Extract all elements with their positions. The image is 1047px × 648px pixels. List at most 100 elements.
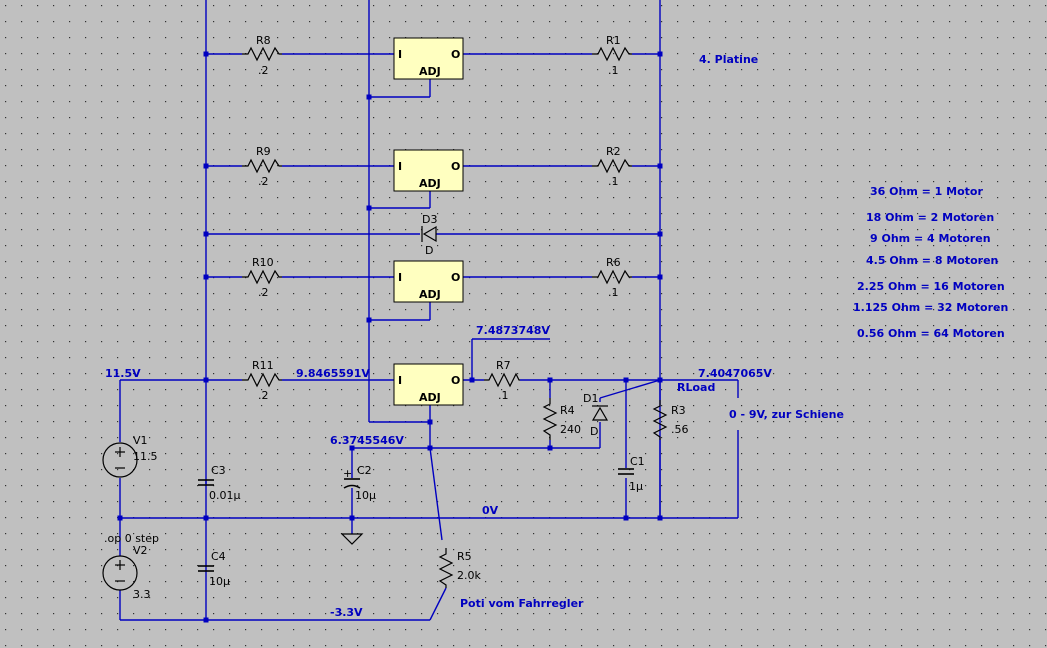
regulator-out-pin: O — [451, 271, 460, 284]
capacitor-c2[interactable]: + C2 10µ — [343, 464, 376, 502]
resistor-r6[interactable]: R6 .1 — [592, 256, 632, 299]
junction-dot — [203, 231, 209, 237]
capacitor-polarity: + — [343, 467, 352, 480]
capacitor-c1[interactable]: C1 1µ — [618, 455, 645, 493]
resistor-r8[interactable]: R8 .2 — [242, 34, 282, 77]
junction-dot — [657, 51, 663, 57]
resistor-name: R5 — [457, 550, 472, 563]
capacitor-c4[interactable]: C4 10µ — [198, 550, 230, 588]
motor-table-line: 9 Ohm = 4 Motoren — [870, 232, 991, 245]
resistor-value: .2 — [258, 286, 269, 299]
resistor-name: R3 — [671, 404, 686, 417]
resistor-value: .1 — [608, 175, 619, 188]
junction-dot — [117, 515, 123, 521]
regulator-out-pin: O — [451, 160, 460, 173]
voltage-source-v2[interactable]: V2 3.3 — [102, 544, 151, 601]
junction-dot — [657, 274, 663, 280]
note-poti: Poti vom Fahrregler — [460, 597, 584, 610]
regulator-u4[interactable]: I O ADJ — [393, 363, 464, 406]
diode-d1[interactable]: D1 D — [583, 392, 609, 438]
capacitor-name: C3 — [211, 464, 226, 477]
junction-dot — [623, 377, 629, 383]
capacitor-name: C4 — [211, 550, 226, 563]
diode-value: D — [590, 425, 598, 438]
motor-table-line: 36 Ohm = 1 Motor — [870, 185, 983, 198]
junctions — [117, 51, 663, 623]
junction-dot — [203, 617, 209, 623]
resistor-name: R1 — [606, 34, 621, 47]
junction-dot — [349, 445, 355, 451]
note-platine: 4. Platine — [699, 53, 758, 66]
capacitor-value: 10µ — [355, 489, 376, 502]
net-label-load: 7.4047065V — [698, 367, 772, 380]
junction-dot — [547, 445, 553, 451]
diode-d3[interactable]: D3 D — [421, 213, 437, 257]
resistor-name: R2 — [606, 145, 621, 158]
resistor-name: R8 — [256, 34, 271, 47]
spice-directive[interactable]: .op 0 step — [104, 532, 159, 545]
junction-dot — [203, 51, 209, 57]
resistor-r5[interactable]: R5 2.0k — [438, 548, 481, 588]
junction-dot — [657, 377, 663, 383]
capacitor-value: 10µ — [209, 575, 230, 588]
diode-name: D3 — [422, 213, 437, 226]
resistor-value: .2 — [258, 175, 269, 188]
capacitor-name: C2 — [357, 464, 372, 477]
net-label-vin: 11.5V — [105, 367, 141, 380]
regulator-out-pin: O — [451, 374, 460, 387]
resistor-r1[interactable]: R1 .1 — [592, 34, 632, 77]
wires — [119, 0, 739, 621]
junction-dot — [203, 377, 209, 383]
source-value: 11.5 — [133, 450, 158, 463]
resistor-r9[interactable]: R9 .2 — [242, 145, 282, 188]
junction-dot — [657, 515, 663, 521]
junction-dot — [366, 94, 372, 100]
ground-symbol — [340, 533, 364, 545]
net-label-reg-out: 7.4873748V — [476, 324, 550, 337]
resistor-value: 240 — [560, 423, 581, 436]
junction-dot — [469, 377, 475, 383]
junction-dot — [623, 515, 629, 521]
junction-dot — [203, 515, 209, 521]
resistor-name: R4 — [560, 404, 575, 417]
motor-table-line: 18 Ohm = 2 Motoren — [866, 211, 994, 224]
resistor-value: .2 — [258, 64, 269, 77]
diode-value: D — [425, 244, 433, 257]
resistor-r2[interactable]: R2 .1 — [592, 145, 632, 188]
resistor-name: R10 — [252, 256, 274, 269]
junction-dot — [203, 274, 209, 280]
voltage-source-v1[interactable]: V1 11.5 — [102, 434, 158, 478]
resistor-r4[interactable]: R4 240 — [542, 398, 581, 440]
motor-table-line: 0.56 Ohm = 64 Motoren — [857, 327, 1005, 340]
resistor-name: R11 — [252, 359, 274, 372]
resistor-value: .1 — [608, 64, 619, 77]
capacitor-c3[interactable]: C3 0.01µ — [198, 464, 241, 502]
junction-dot — [349, 515, 355, 521]
resistor-r11[interactable]: R11 .2 — [242, 359, 282, 402]
resistor-r10[interactable]: R10 .2 — [242, 256, 282, 299]
resistor-name: R7 — [496, 359, 511, 372]
resistor-name: R9 — [256, 145, 271, 158]
regulator-adj-pin: ADJ — [419, 65, 441, 78]
capacitor-value: 1µ — [629, 480, 643, 493]
motor-table-line: 1.125 Ohm = 32 Motoren — [853, 301, 1008, 314]
resistor-r7[interactable]: R7 .1 — [484, 359, 520, 402]
regulator-in-pin: I — [398, 48, 402, 61]
net-label-adj: 6.3745546V — [330, 434, 404, 447]
junction-dot — [657, 163, 663, 169]
resistor-r3[interactable]: R3 .56 — [652, 400, 689, 440]
resistor-value: .1 — [608, 286, 619, 299]
regulator-in-pin: I — [398, 271, 402, 284]
regulator-u1[interactable]: I O ADJ — [393, 37, 464, 80]
source-name: V2 — [133, 544, 148, 557]
junction-dot — [427, 445, 433, 451]
regulator-u2[interactable]: I O ADJ — [393, 149, 464, 192]
regulator-u3[interactable]: I O ADJ — [393, 260, 464, 303]
resistor-value: 2.0k — [457, 569, 481, 582]
regulator-out-pin: O — [451, 48, 460, 61]
junction-dot — [657, 231, 663, 237]
net-label-rload: RLoad — [677, 381, 715, 394]
regulator-adj-pin: ADJ — [419, 288, 441, 301]
